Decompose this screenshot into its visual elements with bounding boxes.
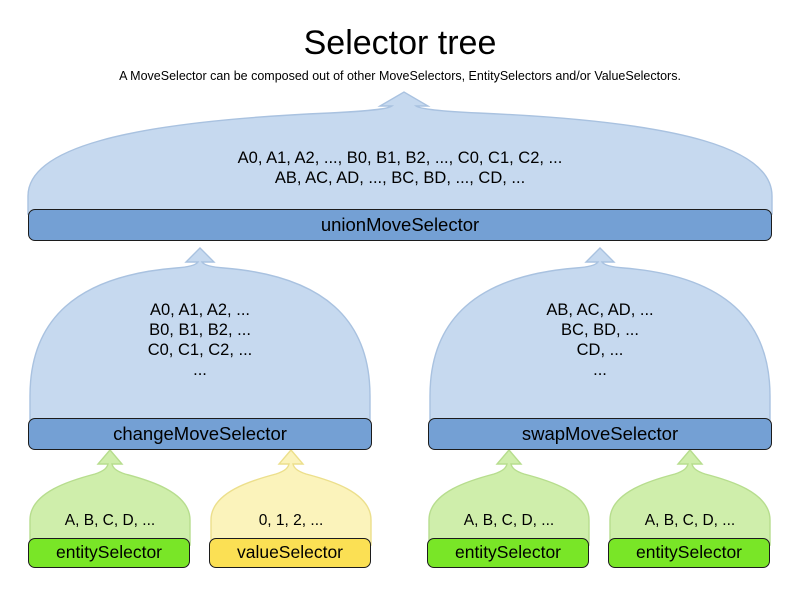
change-arrow-shape [29, 247, 371, 425]
node-change-move-selector[interactable]: changeMoveSelector [28, 418, 372, 450]
change-move-selector-label: changeMoveSelector [113, 422, 287, 444]
value-selector-1-label: valueSelector [236, 542, 344, 563]
node-entity-selector-3[interactable]: entitySelector [608, 538, 770, 568]
union-arrow-shape [27, 91, 773, 215]
entity3-arrow-shape [609, 448, 771, 546]
node-entity-selector-1[interactable]: entitySelector [28, 538, 190, 568]
node-swap-move-selector[interactable]: swapMoveSelector [428, 418, 772, 450]
diagram-header: Selector tree A MoveSelector can be comp… [0, 0, 800, 83]
swap-move-selector-label: swapMoveSelector [521, 422, 679, 444]
swap-arrow-shape [429, 247, 771, 425]
node-value-selector-1[interactable]: valueSelector [209, 538, 371, 568]
entity-selector-1-label: entitySelector [55, 542, 163, 563]
value1-arrow-shape [210, 448, 372, 546]
entity2-arrow-shape [428, 448, 590, 546]
union-move-selector-label: unionMoveSelector [320, 213, 480, 235]
node-entity-selector-2[interactable]: entitySelector [427, 538, 589, 568]
node-union-move-selector[interactable]: unionMoveSelector [28, 209, 772, 241]
entity1-arrow-shape [29, 448, 191, 546]
entity-selector-2-label: entitySelector [454, 542, 562, 563]
page-subtitle: A MoveSelector can be composed out of ot… [119, 68, 681, 83]
entity-selector-3-label: entitySelector [635, 542, 743, 563]
page-title: Selector tree [303, 24, 497, 62]
